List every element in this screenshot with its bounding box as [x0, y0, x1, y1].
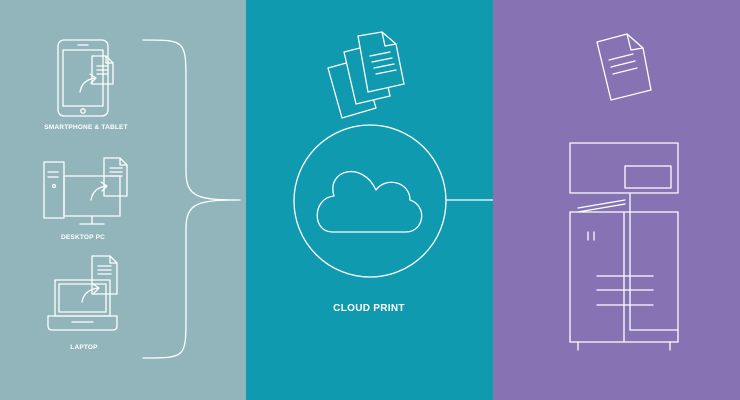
tablet-share-arrow-icon	[79, 73, 97, 93]
tablet-icon	[57, 39, 109, 117]
documents-stack-icon	[327, 31, 405, 119]
printed-document-icon	[596, 33, 652, 101]
cloud-icon	[316, 171, 423, 233]
laptop-document-icon	[91, 255, 118, 295]
printer-panel	[493, 0, 740, 400]
tablet-document-icon	[91, 55, 114, 85]
printer-illustration	[569, 33, 679, 351]
desktop-share-arrow-icon	[90, 181, 108, 201]
devices-panel: SMARTPHONE & TABLET DESKTOP PC LAPTOP	[0, 0, 246, 400]
laptop-icon	[47, 279, 118, 331]
device-label-laptop: LAPTOP	[70, 344, 98, 351]
device-label-desktop-pc: DESKTOP PC	[60, 234, 106, 241]
cloud-circle	[293, 124, 447, 278]
cloud-illustration	[293, 31, 447, 278]
printer-icon	[569, 142, 679, 351]
desktop-pc-icon	[43, 161, 121, 225]
desktop-document-icon	[103, 157, 128, 197]
cloud-print-label: CLOUD PRINT	[333, 303, 405, 314]
laptop-share-arrow-icon	[81, 283, 100, 303]
grouping-bracket	[142, 39, 241, 359]
devices-illustration	[43, 39, 241, 359]
device-label-smartphone-tablet: SMARTPHONE & TABLET	[44, 124, 128, 131]
